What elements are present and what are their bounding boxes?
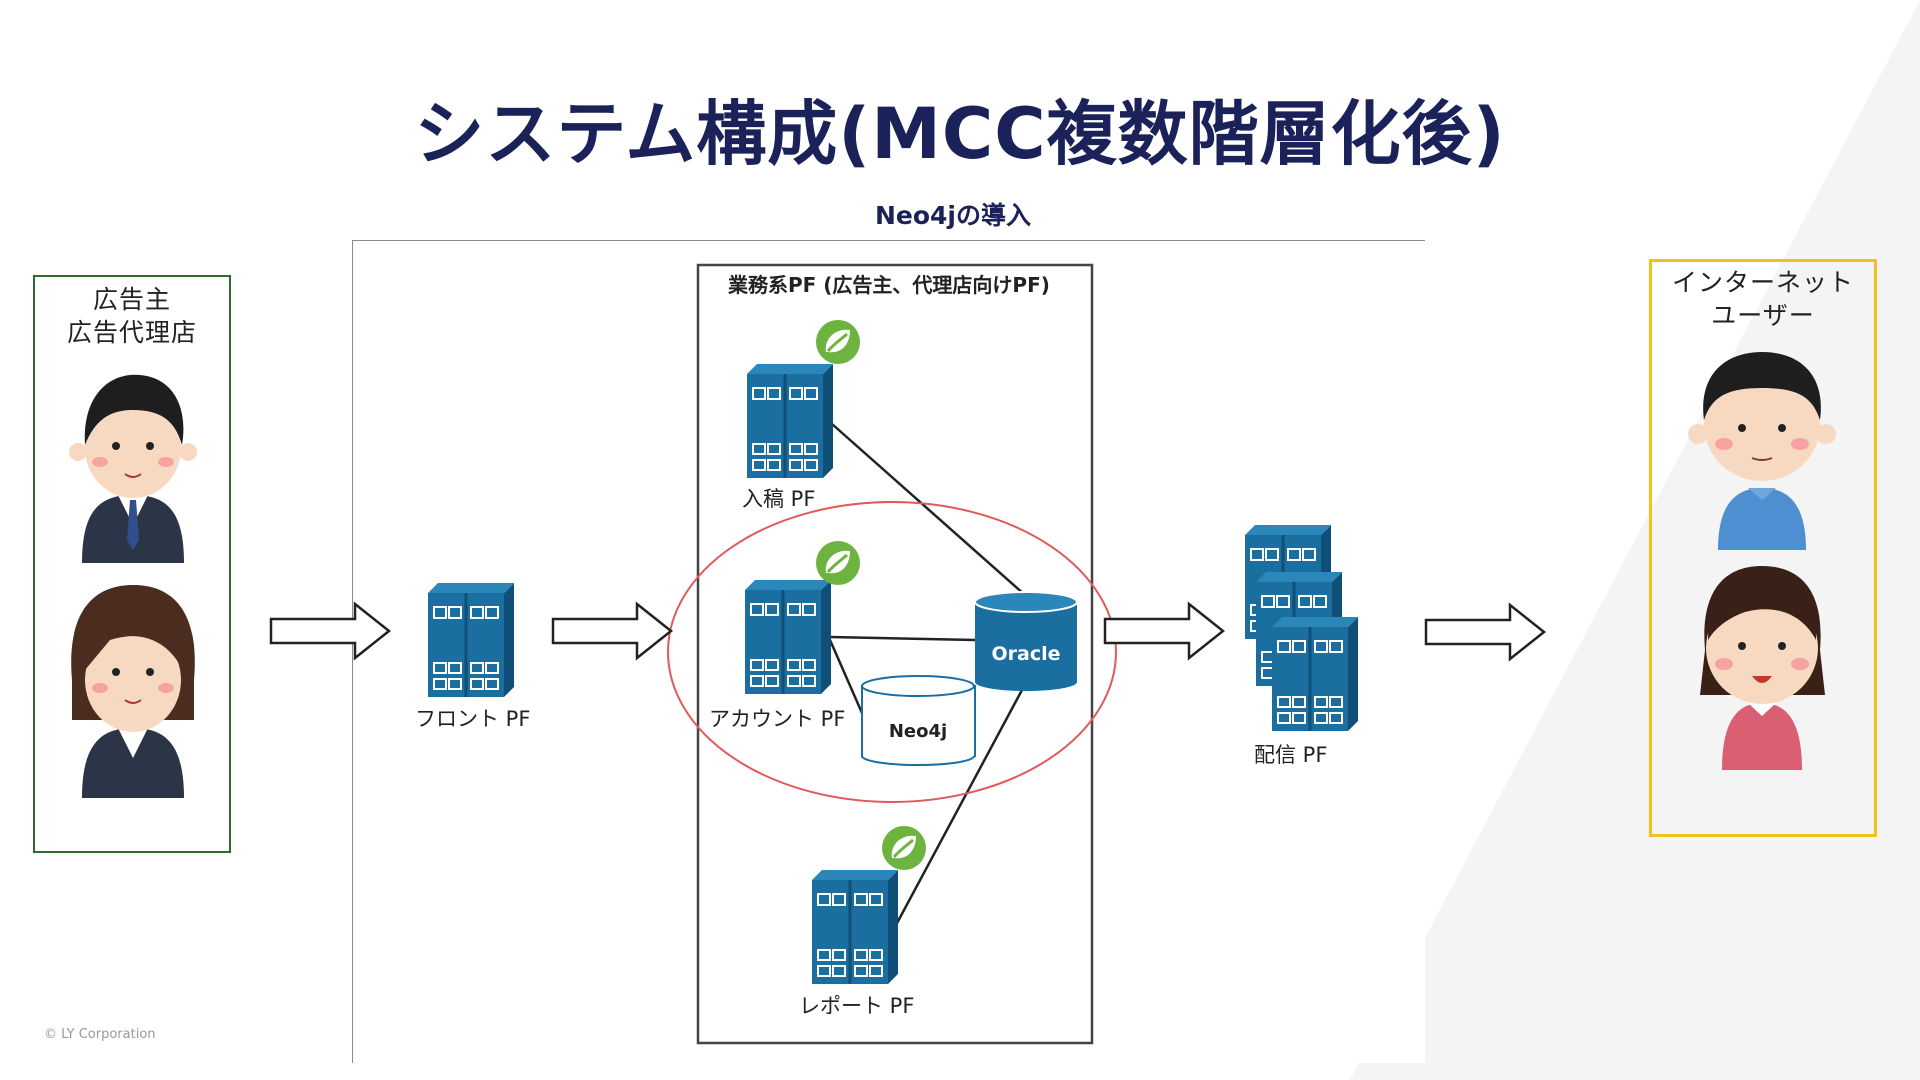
businesswoman-icon	[71, 585, 195, 798]
advertiser-label: 広告主 広告代理店	[66, 285, 197, 347]
page-title: システム構成(MCC複数階層化後)	[414, 93, 1506, 175]
internet-user-box: インターネット ユーザー	[1649, 259, 1877, 837]
arrow-haishin-to-user	[1424, 603, 1546, 661]
copyright-text: © LY Corporation	[44, 1027, 156, 1042]
internet-user-label: インターネット ユーザー	[1671, 268, 1854, 330]
arrow-front-to-business	[551, 602, 673, 660]
neo4j-db-icon	[861, 675, 976, 766]
nyuko-pf-server-icon	[745, 362, 835, 480]
oracle-label: Oracle	[991, 643, 1060, 665]
nyuko-pf-label: 入稿 PF	[742, 487, 815, 511]
connection-nyuko-oracle	[831, 423, 1026, 596]
neo4j-highlight-ellipse	[667, 501, 1117, 803]
front-pf-label: フロント PF	[415, 707, 530, 731]
spring-icon	[814, 318, 862, 366]
report-pf-server-icon	[810, 868, 900, 986]
connection-account-oracle	[829, 635, 976, 642]
advertiser-box: 広告主 広告代理店	[33, 275, 231, 853]
arrow-advertiser-to-front	[269, 602, 391, 660]
businessman-icon	[69, 374, 197, 563]
oracle-db-icon	[974, 591, 1078, 691]
haishin-pf-server-icon	[1270, 615, 1360, 733]
report-pf-label: レポート PF	[799, 994, 914, 1018]
connection-account-neo4j	[828, 639, 864, 714]
arrow-business-to-haishin	[1103, 602, 1225, 660]
account-pf-label: アカウント PF	[709, 707, 845, 731]
neo4j-label: Neo4j	[889, 721, 947, 742]
boy-user-icon	[1688, 352, 1836, 550]
spring-icon	[880, 824, 928, 872]
haishin-pf-label: 配信 PF	[1254, 743, 1327, 767]
diagram-subtitle: Neo4jの導入	[874, 201, 1032, 230]
business-pf-box	[696, 263, 1094, 1045]
connection-report-oracle	[894, 689, 1024, 926]
front-pf-server-icon	[426, 581, 516, 699]
business-pf-label: 業務系PF (広告主、代理店向けPF)	[728, 273, 1050, 297]
account-pf-server-icon	[743, 578, 833, 696]
spring-icon	[814, 539, 862, 587]
girl-user-icon	[1700, 566, 1825, 770]
